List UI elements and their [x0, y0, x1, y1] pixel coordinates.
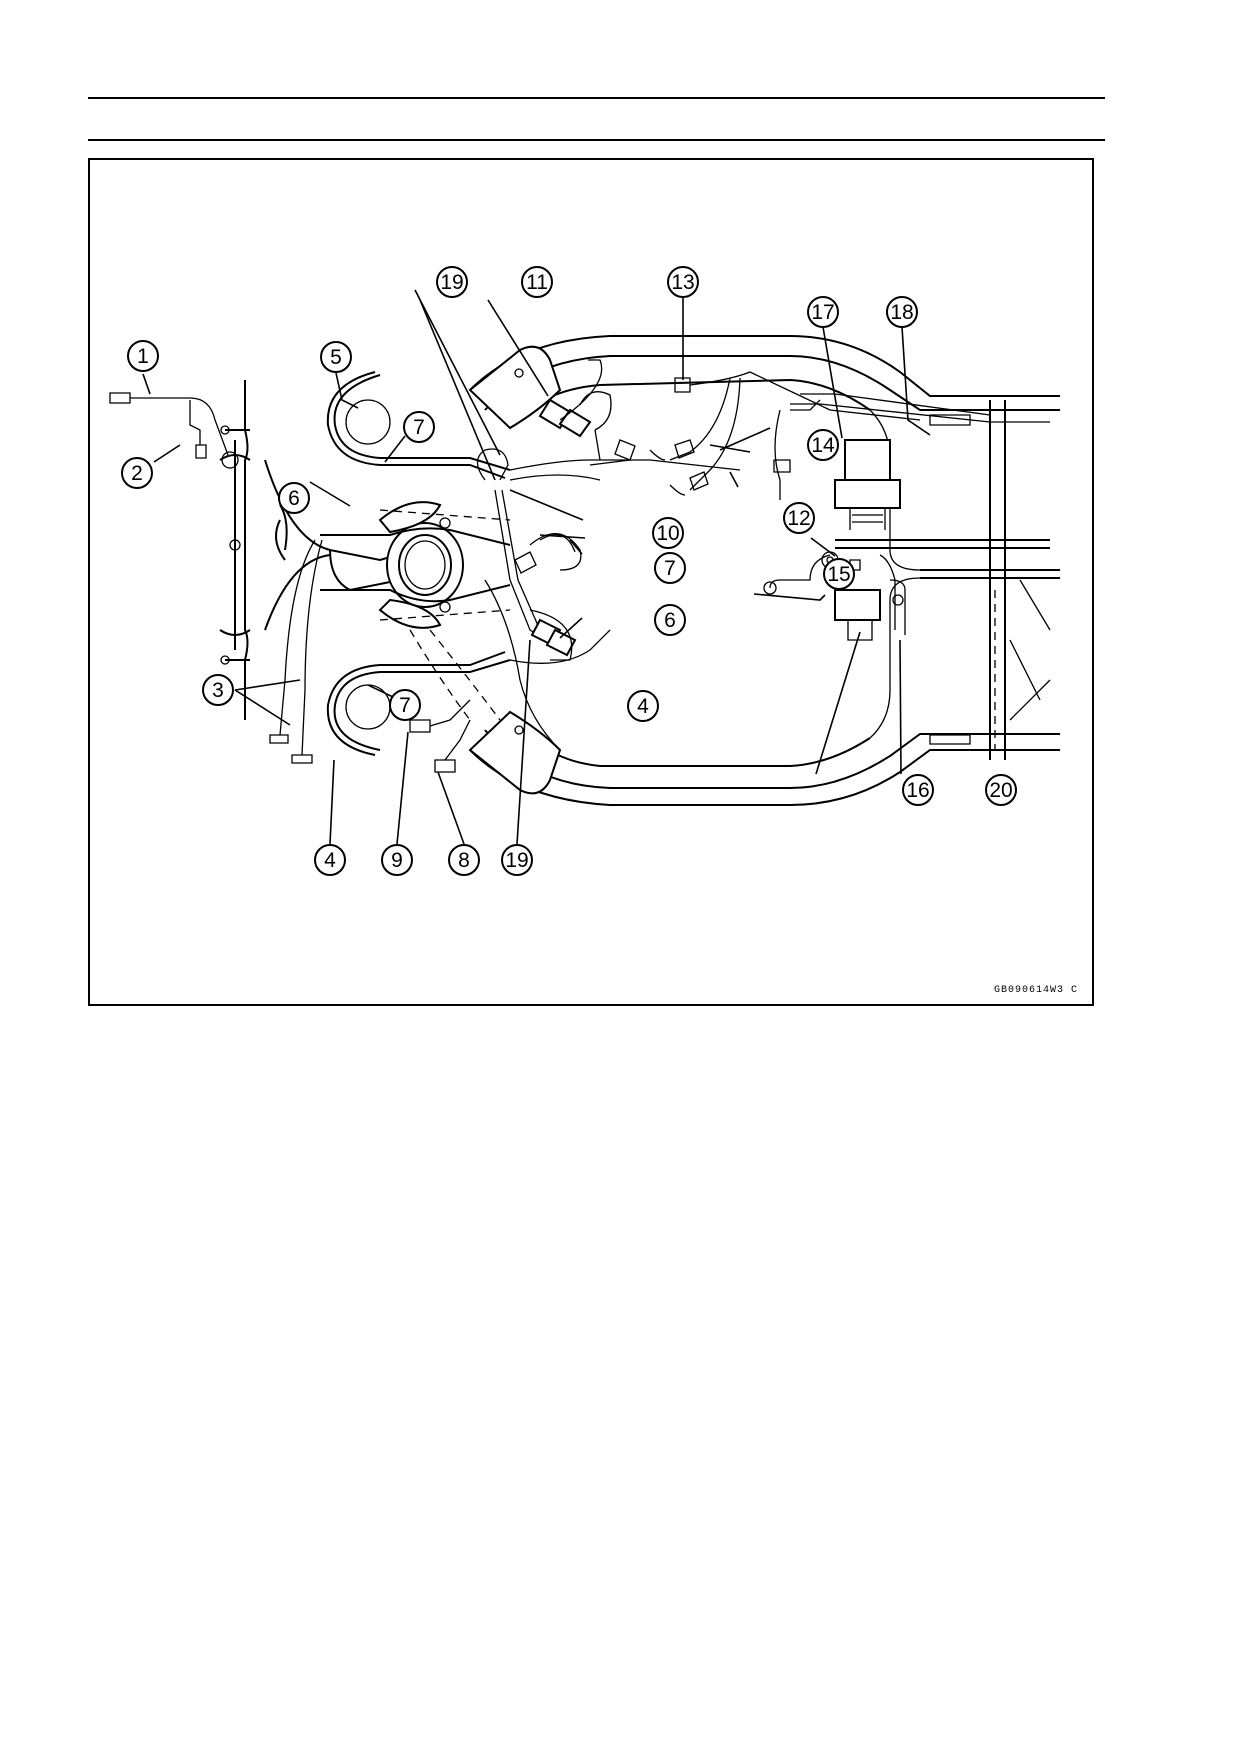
callout-10: 10: [652, 517, 684, 549]
callout-2: 2: [121, 457, 153, 489]
callout-5-label: 5: [330, 346, 342, 369]
callout-2-label: 2: [131, 462, 143, 485]
callout-7-bottom-label: 7: [399, 694, 411, 717]
callout-7-top-label: 7: [413, 416, 425, 439]
callout-9-label: 9: [391, 849, 403, 872]
callout-4-right: 4: [627, 690, 659, 722]
callout-8-label: 8: [458, 849, 470, 872]
callout-1: 1: [127, 340, 159, 372]
callout-3: 3: [202, 674, 234, 706]
callout-19-bottom-label: 19: [505, 849, 528, 872]
callout-4-left: 4: [314, 844, 346, 876]
callout-7-mid: 7: [654, 552, 686, 584]
callout-19-top-label: 19: [440, 271, 463, 294]
callout-16-label: 16: [906, 779, 929, 802]
harness-loops: [326, 371, 511, 756]
callout-20-label: 20: [989, 779, 1012, 802]
callout-17: 17: [807, 296, 839, 328]
callout-7-mid-label: 7: [664, 557, 676, 580]
callout-9: 9: [381, 844, 413, 876]
rear-components: [763, 393, 1050, 641]
callout-15: 15: [823, 558, 855, 590]
callout-11: 11: [521, 266, 553, 298]
callout-1-label: 1: [137, 345, 149, 368]
header-rule-top: [88, 97, 1105, 99]
callout-4-right-label: 4: [637, 695, 649, 718]
callout-5: 5: [320, 341, 352, 373]
callout-10-label: 10: [656, 522, 679, 545]
figure-code: GB090614W3 C: [993, 985, 1078, 996]
main-harness: [409, 359, 741, 773]
callout-19-top: 19: [436, 266, 468, 298]
left-connector-wires: [109, 392, 323, 764]
callout-16: 16: [902, 774, 934, 806]
steering-head: [264, 459, 511, 721]
wiring-harness-diagram: 1 2 3 4 4 5 6 6: [109, 266, 1060, 876]
callout-11-label: 11: [526, 271, 548, 294]
callout-14: 14: [807, 429, 839, 461]
callout-6-right-label: 6: [664, 609, 676, 632]
leader-lines: [142, 289, 931, 845]
callout-6-left: 6: [278, 482, 310, 514]
callout-13-label: 13: [671, 271, 694, 294]
callout-3-label: 3: [212, 679, 224, 702]
chassis-frame: [468, 335, 1060, 806]
callout-12-label: 12: [787, 507, 810, 530]
callout-15-label: 15: [827, 563, 850, 586]
callout-18-label: 18: [890, 301, 913, 324]
callout-20: 20: [985, 774, 1017, 806]
callout-19-bottom: 19: [501, 844, 533, 876]
callout-18: 18: [886, 296, 918, 328]
callout-12: 12: [783, 502, 815, 534]
callout-13: 13: [667, 266, 699, 298]
callout-6-right: 6: [654, 604, 686, 636]
headlight-bracket: [219, 380, 251, 720]
callout-6-left-label: 6: [288, 487, 300, 510]
callout-14-label: 14: [811, 434, 835, 457]
callout-4-left-label: 4: [324, 849, 336, 872]
callout-17-label: 17: [811, 301, 834, 324]
callout-8: 8: [448, 844, 480, 876]
callout-7-top: 7: [403, 411, 435, 443]
header-rule-bottom: [88, 139, 1105, 141]
mid-harness: [649, 371, 921, 500]
wiring-diagram-frame: 1 2 3 4 4 5 6 6: [88, 158, 1094, 1006]
callout-7-bottom: 7: [389, 689, 421, 721]
